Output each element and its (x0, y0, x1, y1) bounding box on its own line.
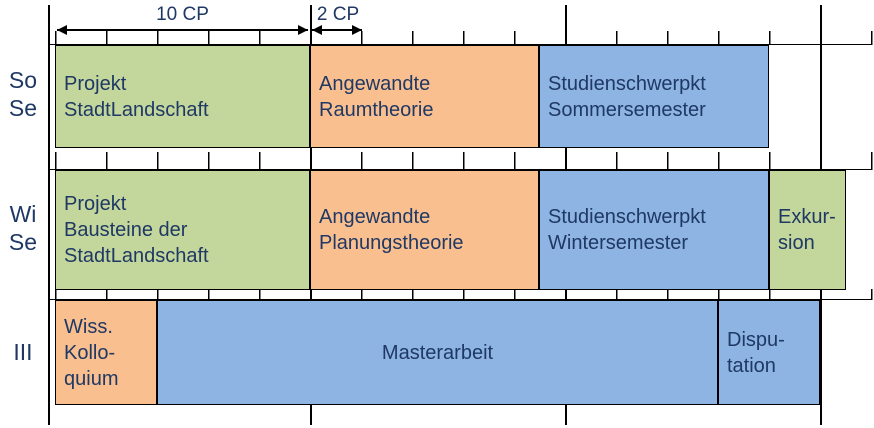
block-label: Studienschwerpkt Wintersemester (548, 206, 706, 254)
block-exkursion: Exkur- sion (769, 170, 846, 290)
block-masterarbeit: Masterarbeit (157, 300, 718, 405)
ruler-ticks-sose (55, 31, 874, 45)
cp10-label: 10 CP (156, 4, 209, 25)
block-studienschwerpkt-wintersemester: Studienschwerpkt Wintersemester (539, 170, 769, 290)
block-projekt-bausteine: Projekt Bausteine der StadtLandschaft (55, 170, 310, 290)
block-disputation: Dispu- tation (718, 300, 820, 405)
block-studienschwerpkt-sommersemester: Studienschwerpkt Sommersemester (539, 45, 769, 148)
block-label: Studienschwerpkt Sommersemester (548, 72, 706, 121)
row-label-wise: Wi Se (8, 201, 38, 255)
gridline-left (48, 5, 50, 425)
block-label: Exkur- sion (778, 206, 836, 254)
block-wiss-kolloquium: Wiss. Kollo- quium (55, 300, 157, 405)
block-label: Angewandte Planungstheorie (319, 206, 464, 254)
block-angewandte-raumtheorie: Angewandte Raumtheorie (310, 45, 539, 148)
block-label: Dispu- tation (727, 328, 785, 377)
row-label-iii: III (13, 339, 33, 365)
cp10-range-arrow-icon (57, 25, 308, 34)
block-angewandte-planungstheorie: Angewandte Planungstheorie (310, 170, 539, 290)
row-label-sose: So Se (8, 67, 38, 121)
block-label: Masterarbeit (381, 341, 494, 364)
ruler-line-sose (48, 43, 871, 45)
cp2-label: 2 CP (316, 4, 360, 25)
ruler-line-iii (48, 298, 871, 300)
block-projekt-stadtlandschaft: Projekt StadtLandschaft (55, 45, 310, 148)
ruler-ticks-wise (55, 152, 874, 170)
block-label: Wiss. Kollo- quium (64, 315, 119, 390)
block-label: Angewandte Raumtheorie (319, 72, 434, 121)
ruler-line-wise (48, 168, 871, 170)
cp2-range-arrow-icon (312, 25, 362, 34)
block-label: Projekt Bausteine der StadtLandschaft (64, 193, 209, 267)
ruler-ticks-iii (55, 289, 874, 300)
block-label: Projekt StadtLandschaft (64, 72, 209, 121)
